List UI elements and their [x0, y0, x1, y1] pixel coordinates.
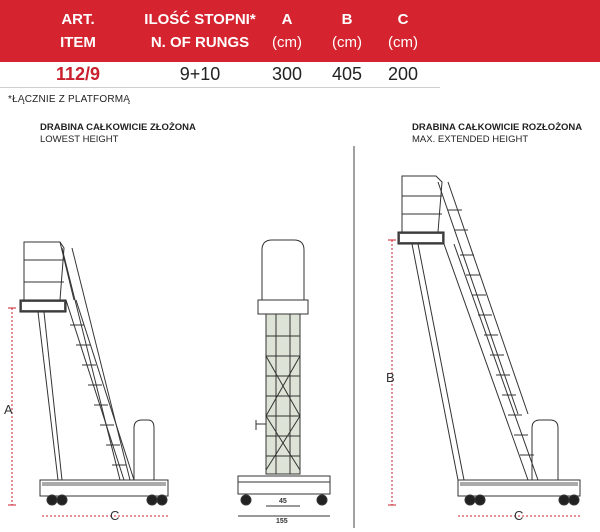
c-value: 200 — [387, 64, 419, 84]
header-c-letter: C — [397, 11, 409, 28]
header-item: ART. ITEM — [28, 8, 128, 54]
header-a: A (cm) — [262, 8, 312, 54]
header-c-unit: (cm) — [388, 34, 418, 51]
extended-title-pl: DRABINA CAŁKOWICIE ROZŁOŻONA — [412, 122, 583, 133]
header-b-letter: B — [341, 11, 353, 28]
folded-side-ladder — [8, 241, 169, 517]
footnote: *ŁĄCZNIE Z PLATFORMĄ — [8, 94, 131, 105]
dimension-c-label-extended: C — [514, 508, 524, 523]
extended-title: DRABINA CAŁKOWICIE ROZŁOŻONA MAX. EXTEND… — [412, 122, 582, 146]
header-a-unit: (cm) — [272, 34, 302, 51]
dimension-b-label: B — [386, 370, 395, 385]
extended-side-ladder — [388, 175, 581, 517]
header-rungs: ILOŚĆ STOPNI* N. OF RUNGS — [130, 8, 270, 54]
table-header: ART. ITEM ILOŚĆ STOPNI* N. OF RUNGS A (c… — [0, 0, 600, 62]
folded-title: DRABINA CAŁKOWICIE ZŁOŻONA LOWEST HEIGHT — [40, 122, 196, 146]
dimension-a-label: A — [4, 402, 13, 417]
folded-title-en: LOWEST HEIGHT — [40, 134, 119, 145]
rungs-value: 9+10 — [179, 64, 221, 84]
header-item-pl: ART. — [61, 11, 95, 28]
header-b-unit: (cm) — [332, 34, 362, 51]
b-value: 405 — [331, 64, 363, 84]
folded-front-ladder — [237, 239, 331, 517]
header-rungs-pl: ILOŚĆ STOPNI* — [144, 11, 256, 28]
table-divider — [0, 87, 440, 88]
table-row: 112/9 9+10 300 405 200 — [0, 62, 600, 86]
header-a-letter: A — [281, 11, 293, 28]
dimension-c-label-folded: C — [110, 508, 120, 523]
header-c: C (cm) — [378, 8, 428, 54]
header-rungs-en: N. OF RUNGS — [150, 34, 250, 51]
folded-title-pl: DRABINA CAŁKOWICIE ZŁOŻONA — [40, 122, 196, 133]
item-number: 112/9 — [55, 64, 101, 84]
outer-width-label: 155 — [276, 518, 288, 525]
header-b: B (cm) — [322, 8, 372, 54]
extended-title-en: MAX. EXTENDED HEIGHT — [412, 134, 529, 145]
header-item-en: ITEM — [60, 34, 96, 51]
inner-width-label: 45 — [279, 498, 287, 505]
a-value: 300 — [271, 64, 303, 84]
